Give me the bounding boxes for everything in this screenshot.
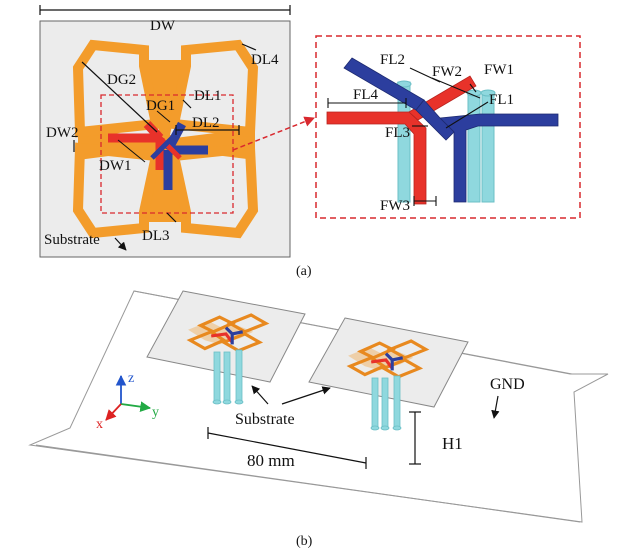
substrate-arrow-left [251,385,269,405]
substrate-label-a: Substrate [44,232,100,248]
feed-crossing-blue [150,128,182,160]
probes-left [212,349,244,405]
fl1-label: FL1 [489,92,514,108]
loop-top-right [167,39,259,138]
axis-y-label: y [152,405,159,420]
dg2-dimension-line [81,61,158,133]
fw1-label: FW1 [484,62,514,78]
dw1-dimension [117,139,146,163]
spacing-label: 80 mm [247,451,295,470]
fl1-dimension [445,101,489,129]
dl3-dimension [166,212,177,223]
substrate-label-b: Substrate [235,411,295,428]
fl4-label: FL4 [353,87,379,103]
substrate-arrow-a [114,237,127,251]
zoom-blue-feed [343,57,559,203]
loop-top-left [72,39,163,138]
caption-a: (a) [296,264,312,279]
caption-b: (b) [296,534,313,549]
loop-bottom-left [72,142,163,239]
dw-label: DW [150,18,176,34]
zoom-inset: FL4 FL2 FW2 FW1 FL1 FL3 FW3 [315,35,581,219]
fw1-dimension [469,83,477,93]
dg1-dimension [156,110,171,123]
fl2-label: FL2 [380,52,405,68]
probes-right [370,375,402,431]
dl1-dimension [182,99,192,109]
dl2-label: DL2 [192,115,220,131]
loop-bottom-right [167,142,259,239]
fw2-label: FW2 [432,64,462,80]
h1-label: H1 [442,434,463,453]
spacing-dimension [207,432,367,464]
axis-y-arrow [120,401,152,413]
panel-b: z y x Substrate GND 80 mm H1 (b) [28,290,609,549]
dw1-label: DW1 [99,158,132,174]
fw3-label: FW3 [380,198,410,214]
gnd-arrow [491,395,500,419]
axis-z-label: z [128,371,134,386]
fw2-dimension [431,77,481,99]
zoom-connector [232,116,315,151]
loop-elements [72,39,259,239]
axis-x-arrow [105,403,122,421]
axis-x-label: x [96,417,103,432]
dg1-label: DG1 [146,98,175,114]
fl3-label: FL3 [385,125,410,141]
dg2-label: DG2 [107,72,136,88]
dl4-dimension [241,43,257,51]
dl4-label: DL4 [251,52,279,68]
dl3-label: DL3 [142,228,170,244]
substrate-arrow-right [281,386,331,405]
dl1-label: DL1 [194,88,222,104]
gnd-label: GND [490,376,525,393]
ground-plane [28,290,609,523]
panel-a: DW [39,5,315,279]
dw2-label: DW2 [46,125,79,141]
